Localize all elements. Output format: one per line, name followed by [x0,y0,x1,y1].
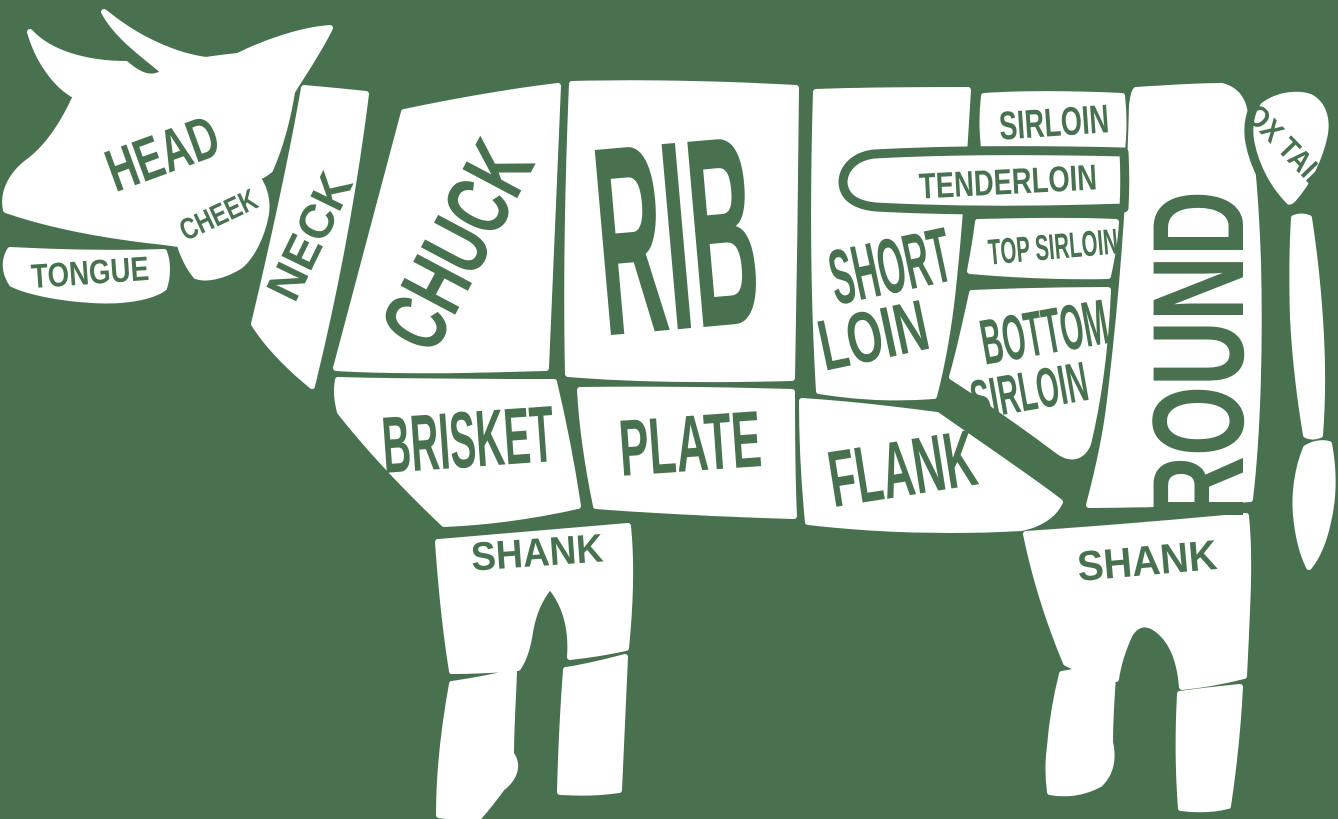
plate-label: PLATE [616,394,764,493]
round-section [1086,83,1262,508]
chuck-section [333,83,561,374]
top-sirloin-section [967,217,1119,280]
ox-tail-section [1244,82,1338,214]
bottom-sirloin-section [949,287,1111,460]
tenderloin-label: TENDERLOIN [918,156,1098,206]
plate-section [577,386,797,519]
rib-section [564,80,799,383]
rear-right-lower-leg [1175,684,1243,813]
front-shank-label: SHANK [470,526,605,579]
front-shank-section [435,523,634,674]
sirloin-label: SIRLOIN [998,97,1111,149]
rear-left-lower-leg [1045,659,1117,797]
tongue-label: TONGUE [30,250,150,296]
brisket-section [333,377,581,527]
tail-tuft [1292,440,1336,570]
tenderloin-section [838,146,1130,215]
brisket-label: BRISKET [379,389,557,490]
front-right-lower-leg [557,654,628,796]
rib-label: RIB [584,80,770,394]
flank-section [799,398,1063,533]
rear-shank-section [1023,513,1252,690]
front-left-lower-leg [436,669,519,819]
tongue-section [2,247,170,304]
round-label: ROUND [1125,191,1271,521]
neck-section [251,85,369,389]
tail-strip [1289,213,1326,440]
cheek-section [170,169,270,281]
